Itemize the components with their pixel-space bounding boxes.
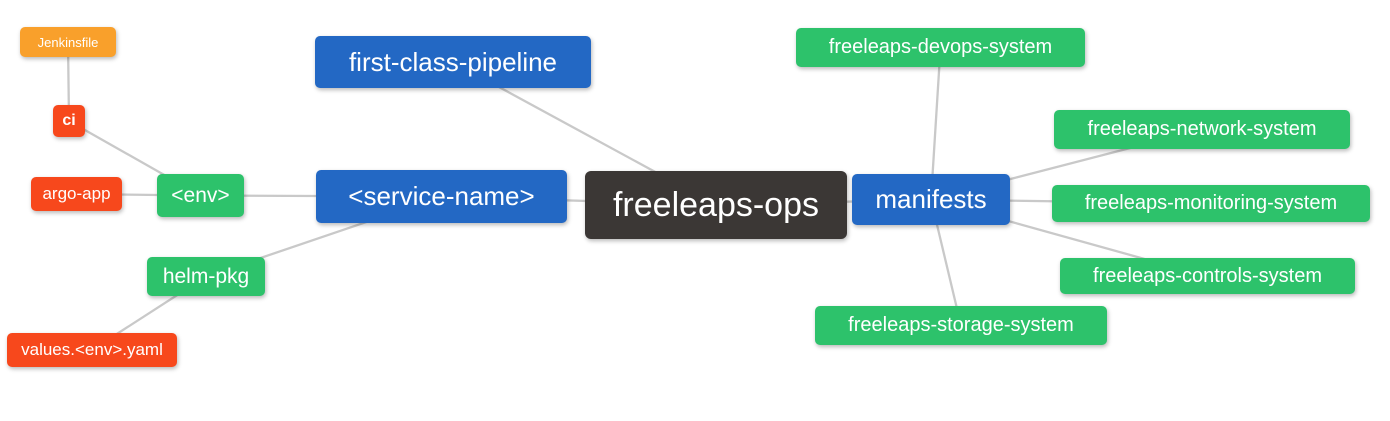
- node-freeleaps-network-system[interactable]: freeleaps-network-system: [1054, 110, 1350, 149]
- node-service-name[interactable]: <service-name>: [316, 170, 567, 223]
- node-freeleaps-monitoring-system[interactable]: freeleaps-monitoring-system: [1052, 185, 1370, 222]
- node-freeleaps-ops-root[interactable]: freeleaps-ops: [585, 171, 847, 239]
- node-manifests[interactable]: manifests: [852, 174, 1010, 225]
- node-freeleaps-devops-system[interactable]: freeleaps-devops-system: [796, 28, 1085, 67]
- node-freeleaps-storage-system[interactable]: freeleaps-storage-system: [815, 306, 1107, 345]
- node-env[interactable]: <env>: [157, 174, 244, 217]
- node-jenkinsfile[interactable]: Jenkinsfile: [20, 27, 116, 57]
- node-helm-pkg[interactable]: helm-pkg: [147, 257, 265, 296]
- node-ci[interactable]: ci: [53, 105, 85, 137]
- node-argo-app[interactable]: argo-app: [31, 177, 122, 211]
- node-freeleaps-controls-system[interactable]: freeleaps-controls-system: [1060, 258, 1355, 294]
- node-values-env-yaml[interactable]: values.<env>.yaml: [7, 333, 177, 367]
- node-first-class-pipeline[interactable]: first-class-pipeline: [315, 36, 591, 88]
